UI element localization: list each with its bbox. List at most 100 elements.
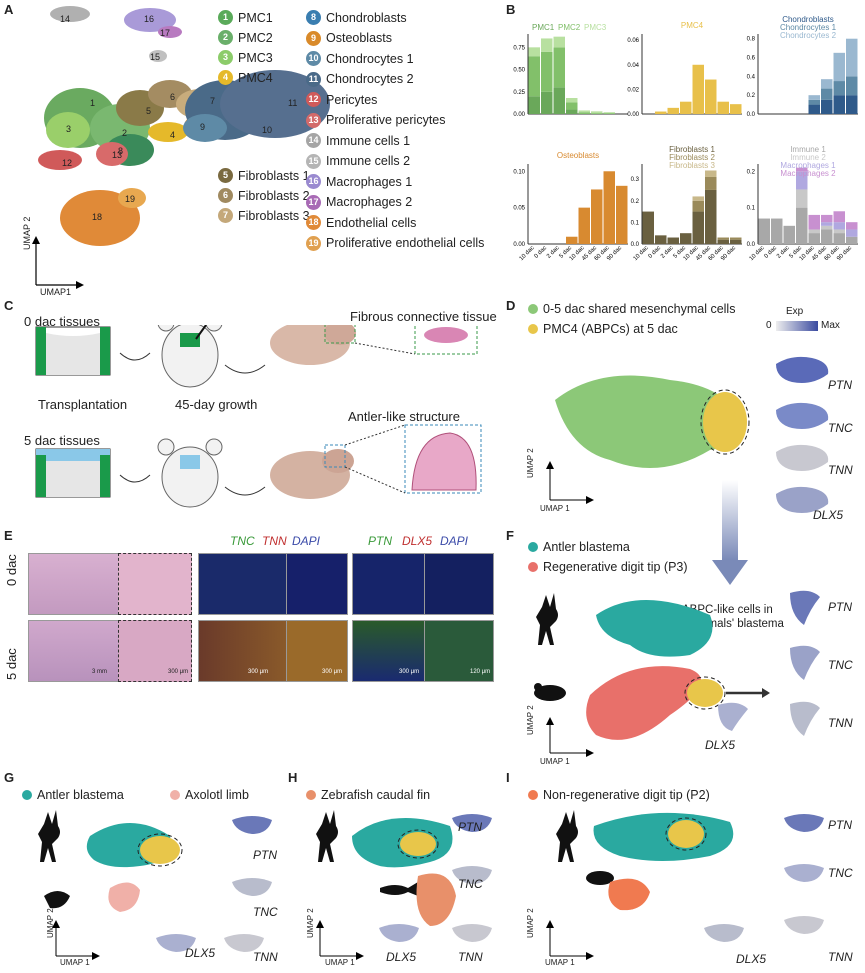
f-legend-digit-label: Regenerative digit tip (P3) bbox=[543, 560, 688, 574]
bar bbox=[705, 176, 717, 190]
y-tick-label: 0.10 bbox=[513, 169, 525, 175]
cluster-legend-label: PMC4 bbox=[238, 70, 273, 85]
g-axolotl-icon bbox=[44, 891, 70, 909]
i-legend-dot-orange bbox=[528, 790, 538, 800]
bar bbox=[528, 56, 540, 97]
c-tissue-label-5dac: 5 dac tissues bbox=[24, 433, 100, 448]
d-umap bbox=[546, 375, 750, 504]
umap-axis2-a: UMAP 2 bbox=[22, 216, 32, 250]
i-umap-axis2: UMAP 2 bbox=[526, 908, 535, 938]
e-scale-4: 300 μm bbox=[322, 669, 343, 675]
bar bbox=[667, 237, 679, 244]
bar bbox=[846, 76, 858, 96]
bar bbox=[833, 233, 845, 244]
d-mini-ptn bbox=[776, 356, 829, 383]
g-umap-axis2: UMAP 2 bbox=[46, 908, 55, 938]
bar bbox=[717, 239, 729, 244]
bar bbox=[692, 200, 704, 212]
cluster-legend-label: Immune cells 2 bbox=[326, 154, 411, 168]
g-deer-icon bbox=[38, 810, 60, 862]
bar bbox=[528, 96, 540, 114]
cluster-label-11: 11 bbox=[288, 98, 298, 108]
bar bbox=[553, 36, 565, 48]
g-mini-tnc bbox=[232, 878, 272, 896]
cluster-legend-label: Chondrocytes 1 bbox=[326, 51, 414, 66]
bar bbox=[846, 38, 858, 77]
bar bbox=[642, 211, 654, 244]
g-gene-ptn: PTN bbox=[253, 848, 277, 862]
bar bbox=[705, 170, 717, 177]
g-legend-axolotl: Axolotl limb bbox=[170, 788, 249, 802]
panel-letter-d: D bbox=[506, 298, 516, 313]
g-mini-dlx5 bbox=[156, 934, 196, 952]
cluster-legend-label: PMC1 bbox=[238, 10, 273, 25]
i-mini-dlx5 bbox=[704, 924, 744, 942]
cluster-label-1: 1 bbox=[90, 98, 96, 108]
chart-legend-label: Immune 1 bbox=[790, 145, 826, 154]
d-legend-shared: 0-5 dac shared mesenchymal cells bbox=[528, 302, 735, 316]
x-tick-label: 2 dac bbox=[546, 245, 561, 260]
f-legend-antler-label: Antler blastema bbox=[543, 540, 630, 554]
d-legend-pmc4: PMC4 (ABPCs) at 5 dac bbox=[528, 322, 678, 336]
cluster-label-6: 6 bbox=[170, 92, 176, 102]
cluster-label-4: 4 bbox=[170, 130, 176, 140]
y-tick-label: 0.1 bbox=[747, 206, 756, 212]
x-tick-label: 0 dac bbox=[764, 245, 779, 260]
cluster-number-badge: 5 bbox=[218, 168, 233, 183]
panel-c-schematic bbox=[35, 325, 482, 508]
d-legend-dot-yellow bbox=[528, 324, 538, 334]
d-exp-colorbar bbox=[776, 321, 818, 331]
i-gene-ptn: PTN bbox=[828, 818, 852, 832]
bar bbox=[667, 107, 679, 114]
cluster-number-badge: 17 bbox=[306, 194, 321, 210]
cluster-label-14: 14 bbox=[60, 14, 71, 24]
y-tick-label: 0.0 bbox=[631, 242, 640, 248]
e-if-tnc-0dac bbox=[198, 553, 288, 615]
c-transplantation-label: Transplantation bbox=[38, 397, 128, 412]
e-he-5dac-zoom bbox=[118, 620, 192, 682]
bar bbox=[821, 79, 833, 89]
bar bbox=[578, 110, 590, 113]
i-mini-tnc bbox=[784, 864, 824, 882]
y-tick-label: 0.6 bbox=[747, 56, 756, 62]
bar bbox=[566, 102, 578, 110]
bar bbox=[553, 47, 565, 88]
d-legend-shared-label: 0-5 dac shared mesenchymal cells bbox=[543, 302, 736, 316]
y-tick-label: 0.3 bbox=[631, 177, 640, 183]
d-gene-tnc: TNC bbox=[828, 421, 853, 435]
h-mini-tnc bbox=[452, 866, 492, 884]
bar bbox=[808, 99, 820, 105]
f-legend-antler: Antler blastema bbox=[528, 540, 630, 554]
panel-letter-a: A bbox=[4, 2, 14, 17]
d-mini-tnn bbox=[776, 444, 829, 471]
d-mini-tnc bbox=[776, 402, 829, 429]
h-mini-tnn bbox=[452, 924, 492, 942]
bar bbox=[730, 104, 742, 114]
bar bbox=[680, 101, 692, 114]
e-if-ptn-0dac-zoom bbox=[424, 553, 494, 615]
cluster-label-5: 5 bbox=[146, 106, 152, 116]
g-legend-antler: Antler blastema bbox=[22, 788, 124, 802]
bar bbox=[771, 218, 783, 244]
cluster-number-badge: 16 bbox=[306, 174, 321, 189]
y-tick-label: 0.1 bbox=[631, 220, 640, 226]
d-legend-dot-green bbox=[528, 304, 538, 314]
bar bbox=[603, 171, 615, 244]
e-he-0dac bbox=[28, 553, 120, 615]
bar bbox=[705, 189, 717, 244]
y-tick-label: 0.02 bbox=[627, 87, 639, 93]
y-tick-label: 0.2 bbox=[747, 93, 756, 99]
cluster-number-badge: 3 bbox=[218, 50, 233, 65]
bar bbox=[655, 111, 667, 114]
panel-letter-b: B bbox=[506, 2, 516, 17]
cluster-legend-label: Proliferative endothelial cells bbox=[326, 236, 485, 250]
